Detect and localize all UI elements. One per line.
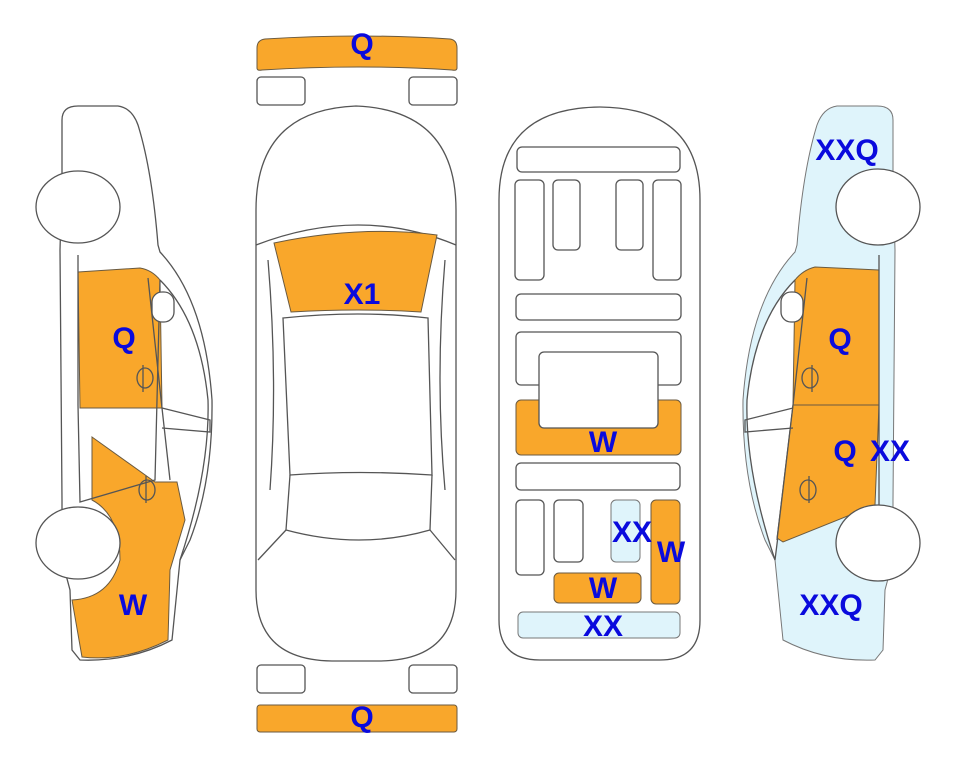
front-bumper-damage	[256, 35, 458, 71]
right-sill-label: XX	[869, 435, 911, 468]
rear-bumper-damage	[256, 704, 458, 733]
rear-bumper-label: Q	[350, 701, 374, 734]
left-front-door-damage	[77, 267, 163, 409]
left-rear-wheel	[35, 506, 121, 580]
left-side-view	[35, 105, 213, 661]
front-bumper-label: Q	[350, 28, 374, 61]
underbody-right-w-label: W	[656, 536, 686, 569]
right-rear-label: XXQ	[799, 589, 863, 622]
underbody-rear-xx-label: XX	[582, 610, 624, 643]
left-rear-quarter-label: W	[118, 589, 148, 622]
right-front-door-label: Q	[828, 323, 852, 356]
underbody-center-label: W	[588, 426, 618, 459]
left-front-wheel	[35, 170, 121, 244]
right-rear-door-label: Q	[833, 435, 857, 468]
right-front-label: XXQ	[815, 134, 879, 167]
right-side-view	[742, 105, 921, 661]
left-front-door-label: Q	[112, 322, 136, 355]
underbody-view	[498, 106, 701, 661]
top-view	[255, 35, 458, 733]
windshield-damage	[273, 230, 438, 313]
windshield-label: X1	[343, 278, 381, 311]
underbody-xx-label: XX	[611, 516, 653, 549]
underbody-rear-w-label: W	[588, 572, 618, 605]
